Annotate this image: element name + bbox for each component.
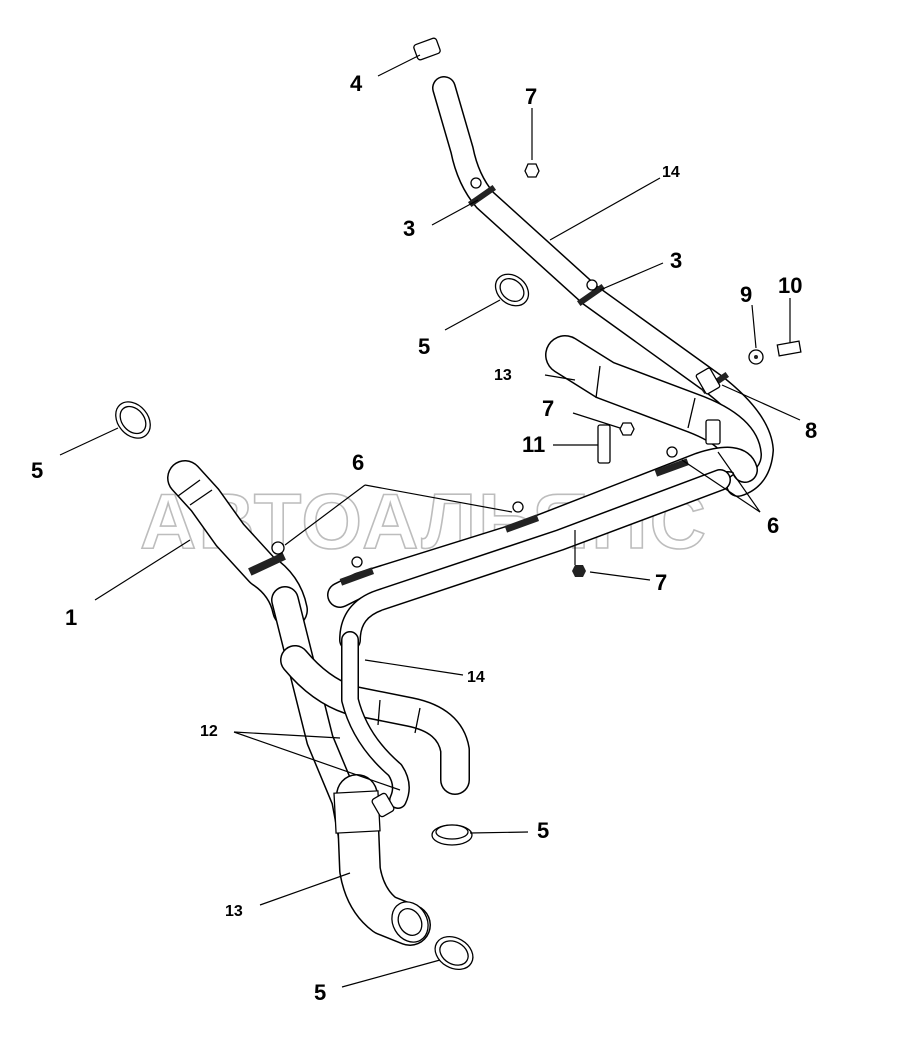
callout-1: 1	[65, 605, 77, 630]
callout-12: 12	[200, 723, 218, 740]
callout-14-upper: 14	[662, 164, 680, 181]
callout-8: 8	[805, 418, 817, 443]
pipe-14-lower	[341, 631, 410, 809]
callout-13-lower: 13	[225, 903, 243, 920]
callout-3-right: 3	[670, 248, 682, 273]
pipe-12-bend	[280, 645, 470, 795]
leader-lines	[59, 54, 801, 988]
callout-13-upper: 13	[494, 367, 512, 384]
callout-11: 11	[522, 432, 545, 457]
callout-5-bottom: 5	[314, 980, 326, 1005]
callout-6-top: 6	[352, 450, 364, 475]
callout-9: 9	[740, 282, 752, 307]
callout-4: 4	[350, 71, 363, 96]
callout-7-top: 7	[525, 84, 537, 109]
callout-7-middle: 7	[542, 396, 554, 421]
small-parts	[371, 37, 802, 818]
callout-3-left: 3	[403, 216, 415, 241]
callout-10: 10	[778, 273, 802, 298]
hose-13-lower	[333, 774, 431, 946]
callout-14-lower: 14	[467, 669, 485, 686]
callout-5-left: 5	[31, 458, 43, 483]
hose-clamps-5	[115, 273, 530, 971]
callout-5-lower-right: 5	[537, 818, 549, 843]
callout-7-lower: 7	[655, 570, 667, 595]
callout-5-middle: 5	[418, 334, 430, 359]
callout-6-right: 6	[767, 513, 779, 538]
